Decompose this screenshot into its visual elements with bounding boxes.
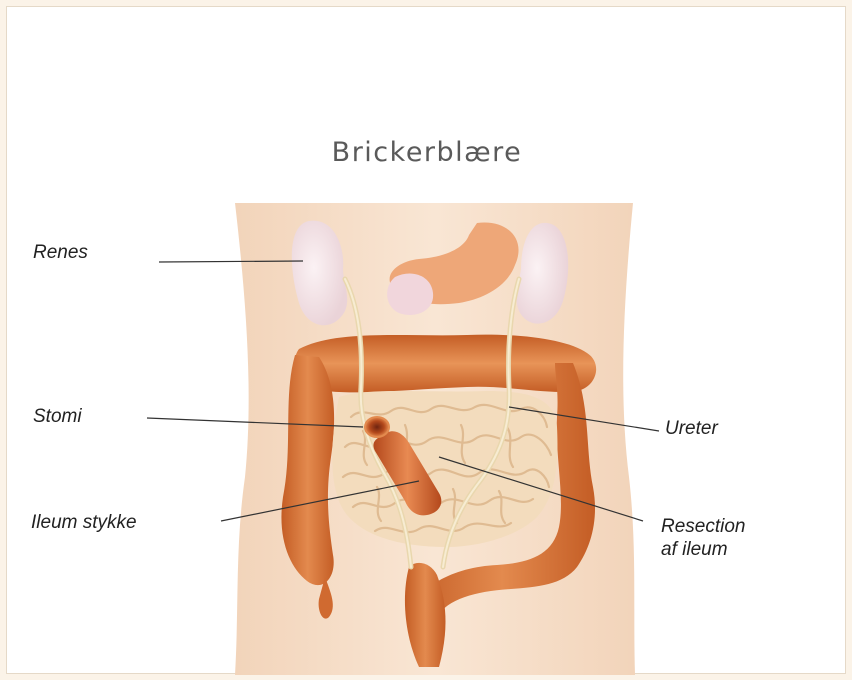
anatomy-illustration xyxy=(7,7,847,675)
label-ureter: Ureter xyxy=(665,417,718,440)
transverse-colon xyxy=(295,335,596,393)
stoma xyxy=(365,417,389,437)
figure-frame: Brickerblære xyxy=(6,6,846,674)
label-stomi: Stomi xyxy=(33,405,82,428)
label-resection: Resection af ileum xyxy=(661,515,746,561)
label-ileum-stykke: Ileum stykke xyxy=(31,511,137,534)
spleen-shape xyxy=(387,274,433,315)
label-renes: Renes xyxy=(33,241,88,264)
